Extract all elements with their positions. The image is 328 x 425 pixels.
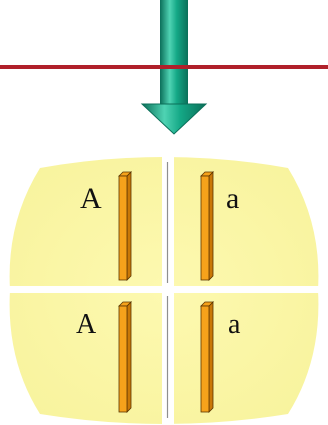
chromatid-bottom-left: [119, 302, 131, 412]
label-bottom-left: A: [76, 309, 97, 340]
chromatid-bottom-right: [201, 302, 213, 412]
label-top-left: A: [80, 182, 102, 215]
chromatid-top-left: [119, 172, 131, 280]
horizontal-line: [0, 65, 328, 69]
dividing-cell: [0, 150, 328, 425]
chromatid-top-right: [201, 172, 213, 280]
label-top-right: a: [226, 182, 239, 215]
label-bottom-right: a: [228, 309, 241, 340]
